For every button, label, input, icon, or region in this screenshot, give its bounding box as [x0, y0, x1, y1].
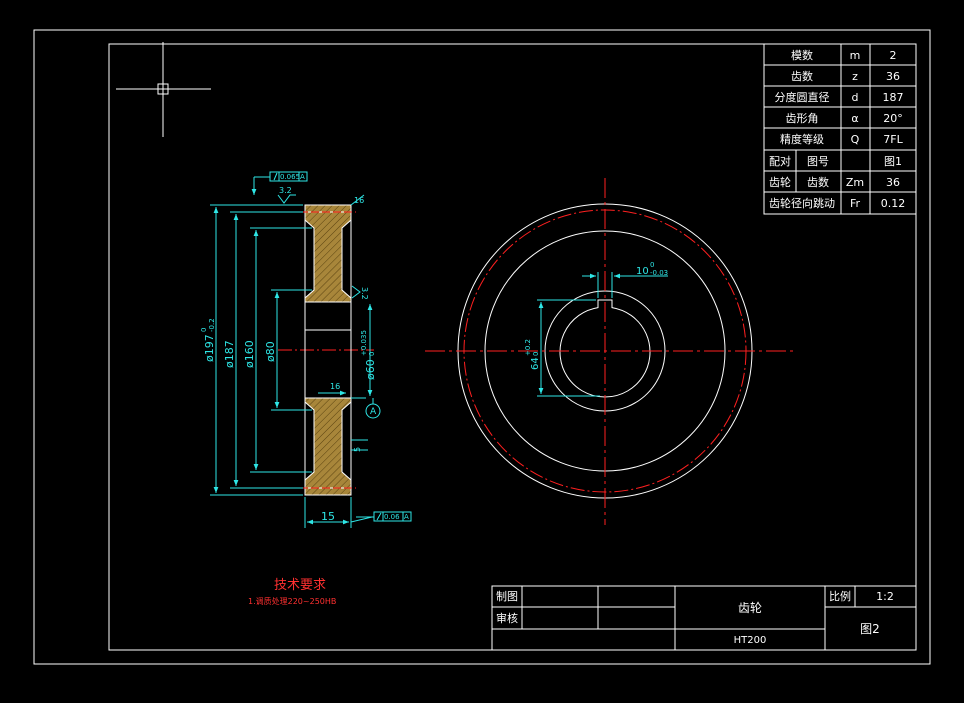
- roughness-symbol-top: [277, 194, 296, 204]
- checked-by-label: 审核: [496, 611, 518, 625]
- tech-requirements-line1: 1.调质处理220~250HB: [248, 596, 336, 606]
- param-symbol-pressure-angle: α: [851, 112, 858, 125]
- roughness-32-side: 3.2: [360, 287, 369, 300]
- keyway-width-tol-lower: -0.03: [650, 269, 668, 277]
- dim-60-tol-upper: +0.035: [360, 330, 368, 356]
- tolerance-frame-bottom: [356, 511, 412, 522]
- small-5-label: 5: [353, 447, 362, 452]
- param-label-gear: 齿轮: [769, 175, 791, 189]
- keyway-depth-tol-lower: 0: [532, 352, 540, 356]
- drawing-number: 图2: [860, 622, 880, 636]
- tolerance-bottom-value: 0.06: [384, 513, 400, 521]
- keyway-depth-label: 64: [530, 357, 541, 370]
- param-label-pitch-diameter: 分度圆直径: [775, 90, 830, 104]
- param-symbol-mating-teeth: Zm: [846, 176, 864, 189]
- dim-187-label: ø187: [223, 340, 236, 368]
- title-block: [491, 585, 917, 651]
- part-name: 齿轮: [738, 601, 762, 615]
- width-15-label: 15: [321, 510, 335, 523]
- scale-label: 比例: [829, 589, 851, 603]
- param-label-drawing-no: 图号: [807, 155, 829, 168]
- tolerance-top-value: 0.065: [280, 173, 300, 181]
- section-hatch-lower: [304, 397, 352, 496]
- param-value-pressure-angle: 20°: [883, 112, 903, 125]
- gear-front-view: 10 0 -0.03 64 +0.2 0: [425, 178, 795, 525]
- cursor-crosshair-icon: [116, 42, 211, 137]
- param-symbol-module: m: [850, 49, 861, 62]
- dim-197-label: ø197: [203, 334, 216, 362]
- param-value-pitch-diameter: 187: [883, 91, 904, 104]
- dim-60-tol-lower: 0: [368, 352, 376, 356]
- tech-requirements-title: 技术要求: [274, 578, 326, 593]
- param-value-mating-teeth: 36: [886, 176, 900, 189]
- datum-symbol: [351, 397, 381, 419]
- param-label-runout: 齿轮径向跳动: [769, 196, 835, 210]
- gear-parameter-table: [763, 43, 917, 215]
- param-label-mating-teeth: 齿数: [807, 176, 829, 189]
- tolerance-frame-top: [251, 171, 308, 195]
- param-symbol-runout: Fr: [850, 197, 861, 210]
- material-label: HT200: [734, 635, 767, 646]
- tolerance-bottom-ref: A: [404, 513, 409, 521]
- param-symbol-pitch-diameter: d: [852, 91, 859, 104]
- param-value-drawing-no: 图1: [884, 155, 902, 168]
- dim-197-tol-upper: 0: [200, 328, 208, 332]
- small-16-mid-label: 16: [330, 382, 340, 391]
- datum-label: A: [370, 407, 377, 417]
- dim-160-label: ø160: [243, 340, 256, 368]
- param-label-accuracy: 精度等级: [780, 132, 824, 146]
- param-label-module: 模数: [791, 49, 813, 62]
- small-16-top-label: 16: [354, 196, 364, 205]
- roughness-symbol-side: [351, 285, 361, 299]
- param-symbol-teeth: z: [852, 70, 858, 83]
- roughness-32-top: 3.2: [279, 186, 292, 195]
- param-label-mating: 配对: [769, 154, 791, 168]
- param-label-teeth: 齿数: [791, 70, 813, 83]
- param-value-runout: 0.12: [881, 197, 906, 210]
- keyway-width-label: 10: [636, 266, 649, 277]
- keyway-depth-tol-upper: +0.2: [524, 339, 532, 356]
- bore-with-keyway: [559, 299, 651, 398]
- outer-border: [33, 29, 931, 665]
- drawn-by-label: 制图: [496, 590, 518, 603]
- param-value-module: 2: [890, 49, 897, 62]
- section-hatch-upper: [304, 204, 352, 303]
- param-symbol-accuracy: Q: [851, 133, 860, 146]
- keyway-width-tol-upper: 0: [650, 261, 654, 269]
- tolerance-top-ref: A: [300, 173, 305, 181]
- param-label-pressure-angle: 齿形角: [786, 112, 819, 125]
- dim-80-label: ø80: [264, 341, 277, 362]
- gear-section-view: ø197 0 -0.2 ø187 ø160 ø80 ø60 +0.035 0 1…: [200, 171, 412, 528]
- dim-60-label: ø60: [364, 359, 377, 380]
- param-value-teeth: 36: [886, 70, 900, 83]
- param-value-accuracy: 7FL: [883, 133, 903, 146]
- scale-value: 1:2: [876, 590, 894, 603]
- dim-197-tol-lower: -0.2: [208, 318, 216, 332]
